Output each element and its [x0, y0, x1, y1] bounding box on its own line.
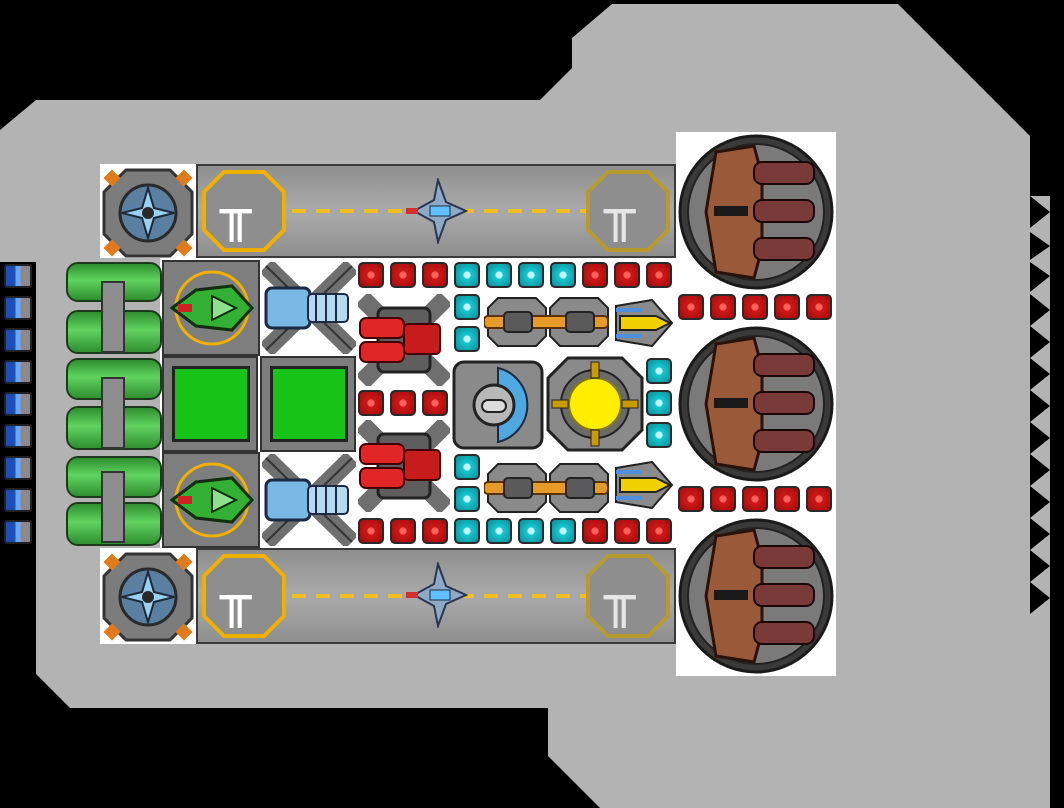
red-launcher-icon[interactable]	[358, 420, 450, 512]
armor-block-icon[interactable]	[582, 262, 608, 288]
laser-cannon-icon[interactable]	[612, 460, 676, 510]
armor-block-icon[interactable]	[454, 326, 480, 352]
fighter-ship-icon[interactable]	[404, 562, 468, 628]
armor-block-icon[interactable]	[422, 518, 448, 544]
reactor-core-icon[interactable]	[546, 356, 644, 452]
sensor-module-icon[interactable]	[102, 168, 194, 258]
launch-pad-glyph: ╥	[220, 568, 252, 628]
armor-block-icon[interactable]	[358, 262, 384, 288]
armor-block-icon[interactable]	[646, 518, 672, 544]
heavy-cannon-turret-icon[interactable]	[678, 518, 834, 674]
engine-thruster-icon	[4, 392, 32, 416]
armor-block-icon[interactable]	[454, 262, 480, 288]
armor-block-icon[interactable]	[550, 262, 576, 288]
armor-block-icon[interactable]	[646, 390, 672, 416]
orange-railgun-pair-icon[interactable]	[484, 462, 610, 514]
armor-block-icon[interactable]	[710, 486, 736, 512]
armor-block-icon[interactable]	[454, 294, 480, 320]
sensor-module-icon[interactable]	[102, 552, 194, 642]
runway-markings	[202, 170, 670, 252]
cargo-container-green	[172, 366, 250, 442]
blue-gatling-icon[interactable]	[262, 454, 356, 546]
armor-block-icon[interactable]	[422, 390, 448, 416]
armor-block-icon[interactable]	[806, 486, 832, 512]
engine-thruster-icon	[4, 264, 32, 288]
armor-block-icon[interactable]	[742, 486, 768, 512]
engine-thruster-icon	[4, 424, 32, 448]
armor-block-icon[interactable]	[454, 454, 480, 480]
laser-cannon-icon[interactable]	[612, 298, 676, 348]
launch-pad-glyph: ╥	[220, 182, 252, 242]
armor-block-icon[interactable]	[614, 518, 640, 544]
green-drone-icon	[169, 462, 255, 538]
armor-block-icon[interactable]	[774, 486, 800, 512]
heavy-cannon-turret-icon[interactable]	[678, 134, 834, 290]
engine-thruster-icon	[4, 360, 32, 384]
engine-thruster-icon	[4, 328, 32, 352]
armor-block-icon[interactable]	[358, 518, 384, 544]
fighter-ship-icon[interactable]	[404, 178, 468, 244]
armor-block-icon[interactable]	[710, 294, 736, 320]
red-launcher-icon[interactable]	[358, 294, 450, 386]
armor-block-icon[interactable]	[678, 486, 704, 512]
armor-block-icon[interactable]	[390, 390, 416, 416]
armor-block-icon[interactable]	[486, 518, 512, 544]
engine-thruster-icon	[4, 488, 32, 512]
armor-block-icon[interactable]	[742, 294, 768, 320]
armor-block-icon[interactable]	[518, 262, 544, 288]
engine-thruster-icon	[4, 520, 32, 544]
runway-markings	[202, 554, 670, 638]
armor-block-icon[interactable]	[678, 294, 704, 320]
green-drone-icon	[169, 270, 255, 346]
pipe-connectors	[101, 281, 125, 543]
armor-block-icon[interactable]	[390, 262, 416, 288]
armor-block-icon[interactable]	[582, 518, 608, 544]
armor-block-icon[interactable]	[646, 422, 672, 448]
armor-block-icon[interactable]	[390, 518, 416, 544]
armor-block-icon[interactable]	[806, 294, 832, 320]
landing-pad-glyph: ╥	[604, 568, 636, 628]
landing-pad-glyph: ╥	[604, 182, 636, 242]
armor-block-icon[interactable]	[646, 358, 672, 384]
armor-block-icon[interactable]	[550, 518, 576, 544]
engine-thruster-icon	[4, 296, 32, 320]
armor-block-icon[interactable]	[454, 518, 480, 544]
armor-block-icon[interactable]	[646, 262, 672, 288]
shield-generator-icon[interactable]	[452, 360, 544, 450]
armor-block-icon[interactable]	[486, 262, 512, 288]
heavy-cannon-turret-icon[interactable]	[678, 326, 834, 482]
armor-block-icon[interactable]	[774, 294, 800, 320]
armor-block-icon[interactable]	[422, 262, 448, 288]
armor-block-icon[interactable]	[358, 390, 384, 416]
engine-thruster-icon	[4, 456, 32, 480]
armor-block-icon[interactable]	[454, 486, 480, 512]
blue-gatling-icon[interactable]	[262, 262, 356, 354]
cargo-container-green	[270, 366, 348, 442]
orange-railgun-pair-icon[interactable]	[484, 296, 610, 348]
armor-block-icon[interactable]	[518, 518, 544, 544]
armor-block-icon[interactable]	[614, 262, 640, 288]
